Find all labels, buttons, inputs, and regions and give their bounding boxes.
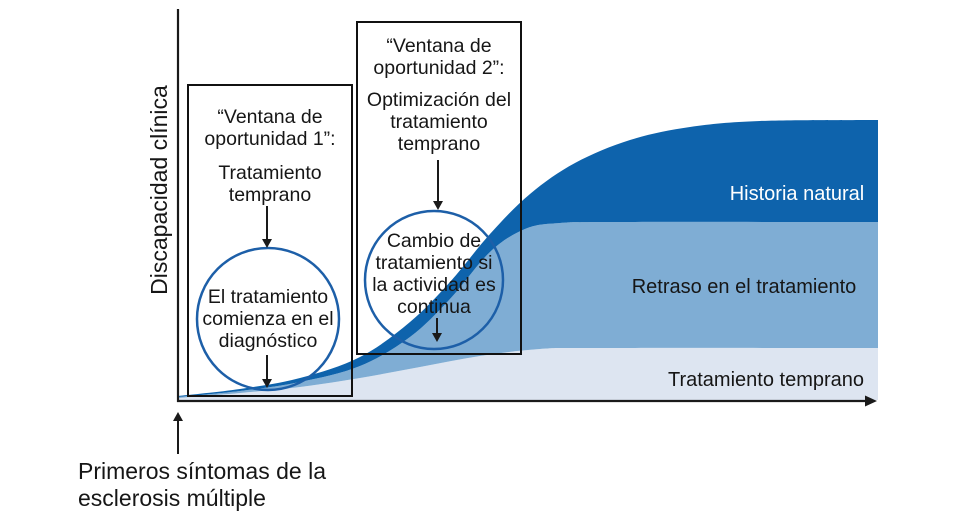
- window1-body: Tratamiento temprano: [189, 162, 351, 206]
- window1-title: “Ventana de oportunidad 1”:: [189, 106, 351, 150]
- window1-title-line1: “Ventana de: [217, 106, 323, 128]
- window2-body: Optimización del tratamiento temprano: [358, 89, 520, 155]
- circle2-line1: Cambio de: [386, 230, 482, 252]
- first-symptoms-line1: Primeros síntomas de la: [78, 458, 326, 484]
- arrow-first-symptoms-up: [173, 412, 183, 454]
- x-axis-arrowhead: [865, 395, 877, 407]
- window-box-2: [356, 21, 522, 355]
- circle2-line2: tratamiento si: [375, 252, 493, 274]
- window1-title-line2: oportunidad 1”:: [204, 128, 336, 150]
- window2-title: “Ventana de oportunidad 2”:: [358, 35, 520, 79]
- band-temprano: [178, 347, 878, 400]
- window1-body-line1: Tratamiento: [218, 162, 322, 184]
- window2-title-line2: oportunidad 2”:: [373, 57, 505, 79]
- label-retraso-tratamiento: Retraso en el tratamiento: [631, 276, 857, 298]
- band-historia: [178, 120, 878, 397]
- arrow-window1-down: [262, 206, 272, 248]
- first-symptoms-annotation: Primeros síntomas de la esclerosis múlti…: [78, 458, 398, 512]
- circle2-line4: continua: [397, 296, 471, 318]
- window2-body-line2: tratamiento: [390, 111, 488, 133]
- circle1-text: El tratamiento comienza en el diagnóstic…: [195, 286, 341, 352]
- arrow-circle2-down: [432, 318, 442, 342]
- circle2-line3: la actividad es: [372, 274, 496, 296]
- label-historia-natural: Historia natural: [729, 183, 865, 205]
- window2-body-line3: temprano: [397, 133, 481, 155]
- window-box-1: [187, 84, 353, 397]
- circle1-line3: diagnóstico: [218, 330, 318, 352]
- circle2-text: Cambio de tratamiento si la actividad es…: [361, 230, 507, 318]
- arrow-window2-down: [433, 160, 443, 210]
- band-retraso: [178, 221, 878, 398]
- annotation-circle-1: [195, 246, 341, 392]
- window2-title-line1: “Ventana de: [386, 35, 492, 57]
- first-symptoms-line2: esclerosis múltiple: [78, 485, 266, 511]
- window1-body-line2: temprano: [228, 184, 312, 206]
- window2-body-line1: Optimización del: [366, 89, 512, 111]
- annotation-circle-2: [363, 209, 505, 351]
- circle1-line2: comienza en el: [202, 308, 334, 330]
- circle1-line1: El tratamiento: [207, 286, 329, 308]
- label-tratamiento-temprano: Tratamiento temprano: [667, 369, 864, 391]
- arrow-circle1-down: [262, 355, 272, 388]
- y-axis-label: Discapacidad clínica: [146, 85, 172, 295]
